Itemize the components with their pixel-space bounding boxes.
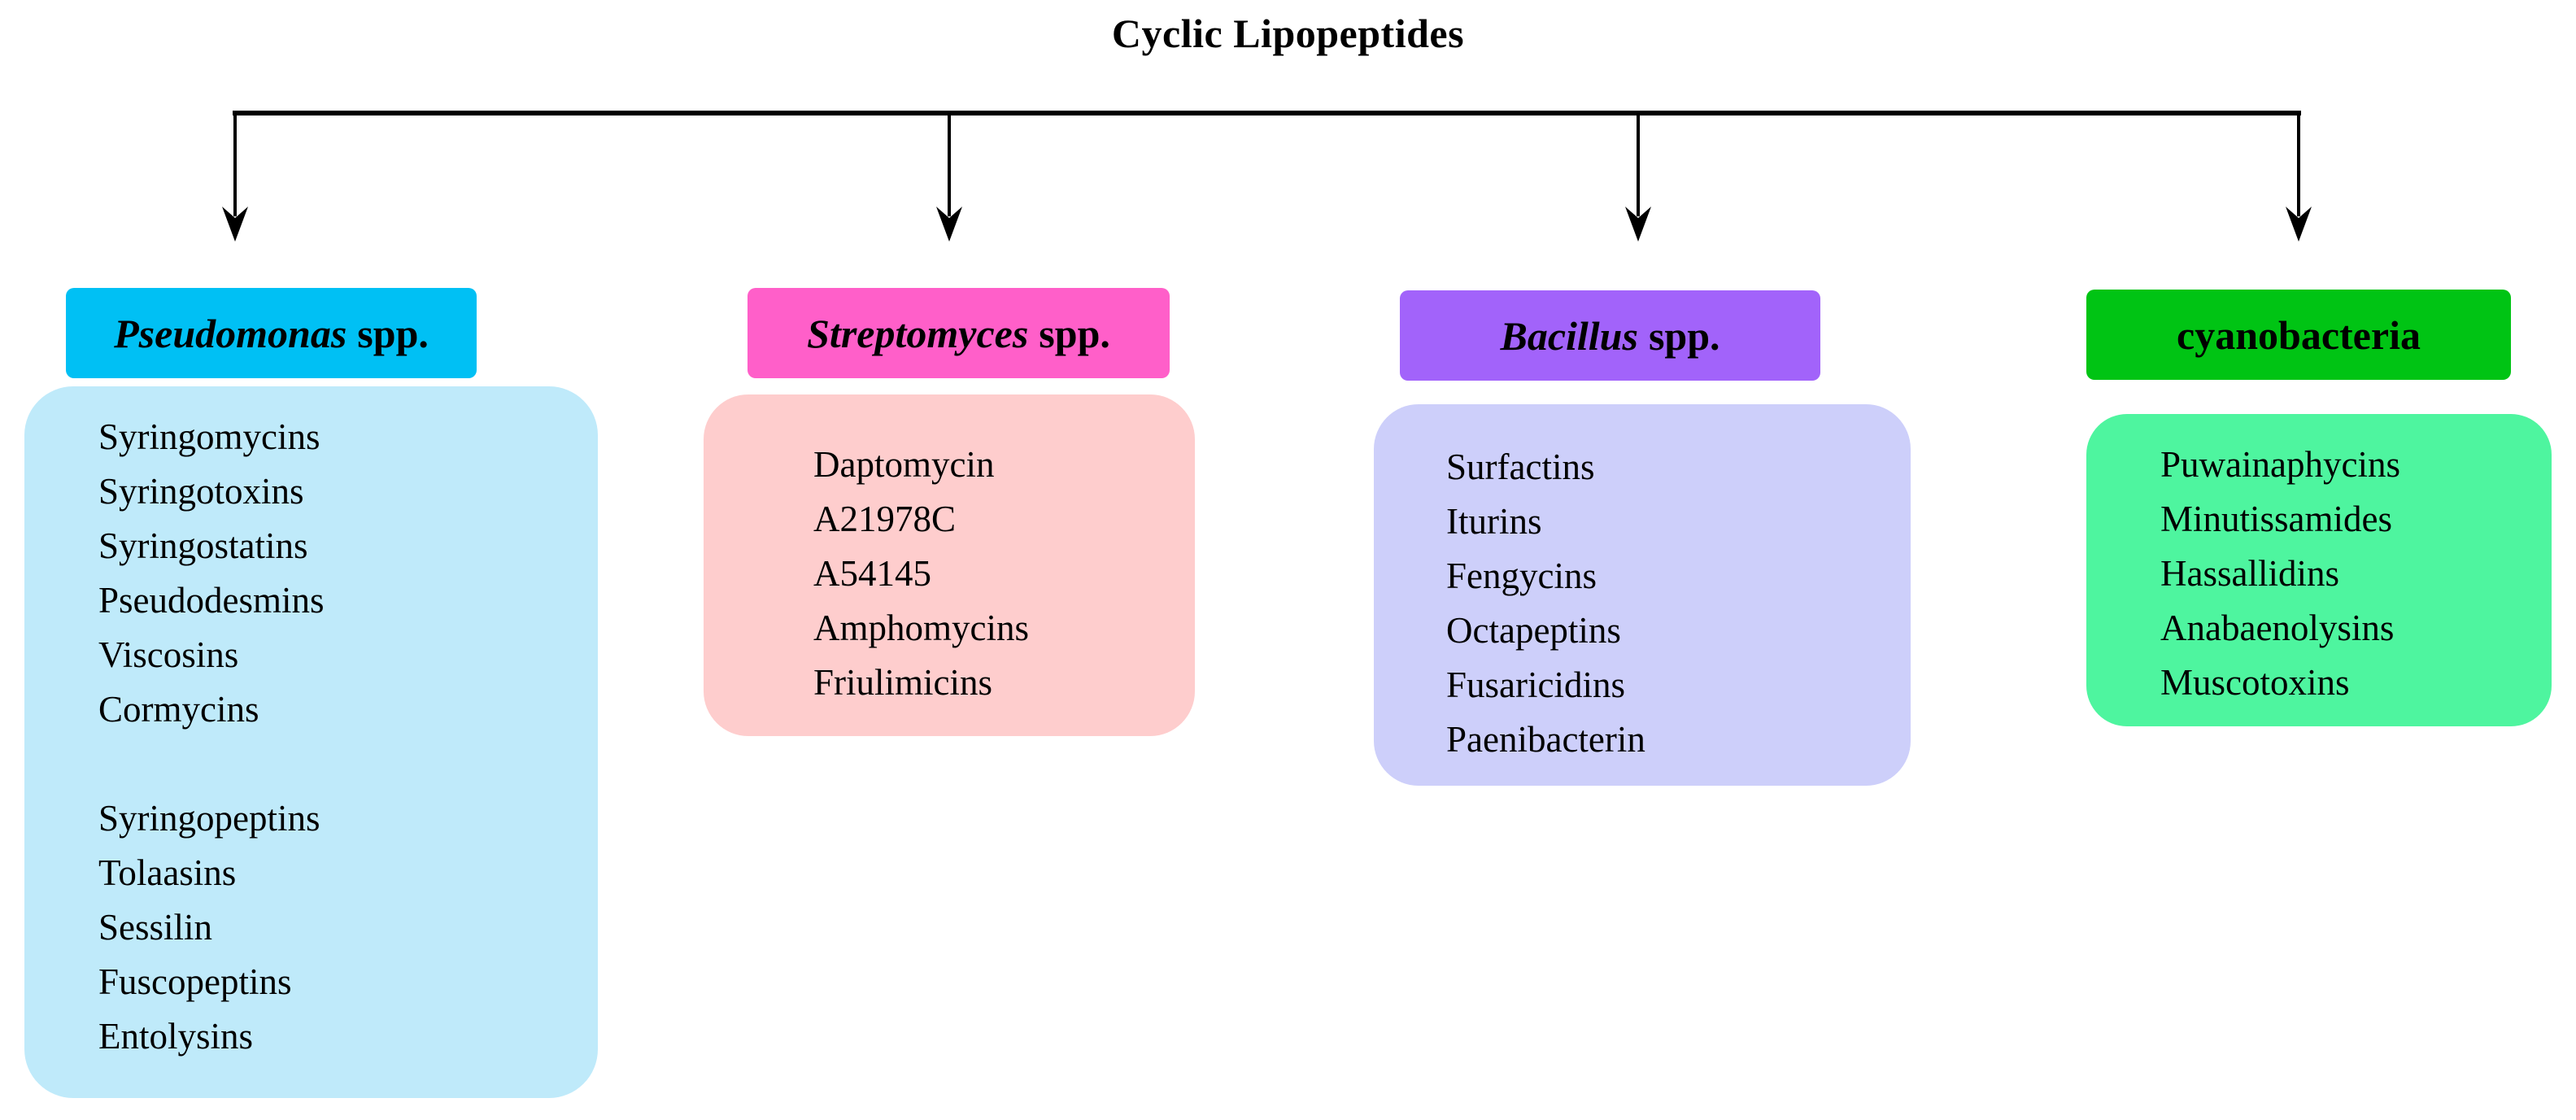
header-bacillus: Bacillus spp. <box>1400 290 1820 381</box>
connector-arrow-pseudomonas <box>222 111 248 242</box>
list-item: Surfactins <box>1446 447 1595 487</box>
header-cyanobacteria: cyanobacteria <box>2086 290 2511 380</box>
header-pseudomonas: Pseudomonas spp. <box>66 288 477 378</box>
list-item: Paenibacterin <box>1446 719 1645 760</box>
header-streptomyces: Streptomyces spp. <box>748 288 1170 378</box>
list-item: Octapeptins <box>1446 610 1621 651</box>
list-spacer <box>98 737 590 791</box>
diagram-title: Cyclic Lipopeptides <box>1111 11 1465 56</box>
list-item: Syringostatins <box>98 525 308 566</box>
list-item: Daptomycin <box>813 444 995 485</box>
list-item: Fuscopeptins <box>98 961 292 1002</box>
list-item: Puwainaphycins <box>2160 444 2400 485</box>
list-item: Syringotoxins <box>98 471 304 512</box>
list-item: A54145 <box>813 553 931 594</box>
arrowhead-icon <box>936 207 962 242</box>
list-item: Friulimicins <box>813 662 993 703</box>
header-suffix-label: spp. <box>1648 312 1720 359</box>
list-item: Muscotoxins <box>2160 662 2350 703</box>
header-genus-label: cyanobacteria <box>2177 312 2421 358</box>
list-item: Tolaasins <box>98 852 237 893</box>
connector-arrow-bacillus <box>1625 111 1651 242</box>
list-item: Entolysins <box>98 1016 254 1057</box>
list-item: Anabaenolysins <box>2160 608 2395 648</box>
arrowhead-icon <box>1625 207 1651 242</box>
list-item: Viscosins <box>98 634 239 675</box>
header-suffix-label: spp. <box>357 310 429 356</box>
arrowhead-icon <box>2286 207 2312 242</box>
header-genus-label: Bacillus <box>1500 312 1638 359</box>
list-item: Sessilin <box>98 907 213 948</box>
list-item: Syringopeptins <box>98 798 320 839</box>
list-item: Minutissamides <box>2160 499 2393 539</box>
list-item: Cormycins <box>98 689 259 730</box>
list-item: Syringomycins <box>98 416 320 457</box>
list-item: Iturins <box>1446 501 1542 542</box>
header-suffix-label: spp. <box>1039 310 1110 356</box>
list-item: Hassallidins <box>2160 553 2339 594</box>
list-item: A21978C <box>813 499 957 539</box>
arrowhead-icon <box>222 207 248 242</box>
header-genus-label: Streptomyces <box>807 310 1029 356</box>
list-item: Fusaricidins <box>1446 665 1625 705</box>
header-genus-label: Pseudomonas <box>114 310 347 356</box>
list-item: Pseudodesmins <box>98 580 325 621</box>
connector-arrow-streptomyces <box>936 111 962 242</box>
connector-arrow-cyanobacteria <box>2286 111 2312 242</box>
list-item: Fengycins <box>1446 556 1597 596</box>
list-item: Amphomycins <box>813 608 1029 648</box>
